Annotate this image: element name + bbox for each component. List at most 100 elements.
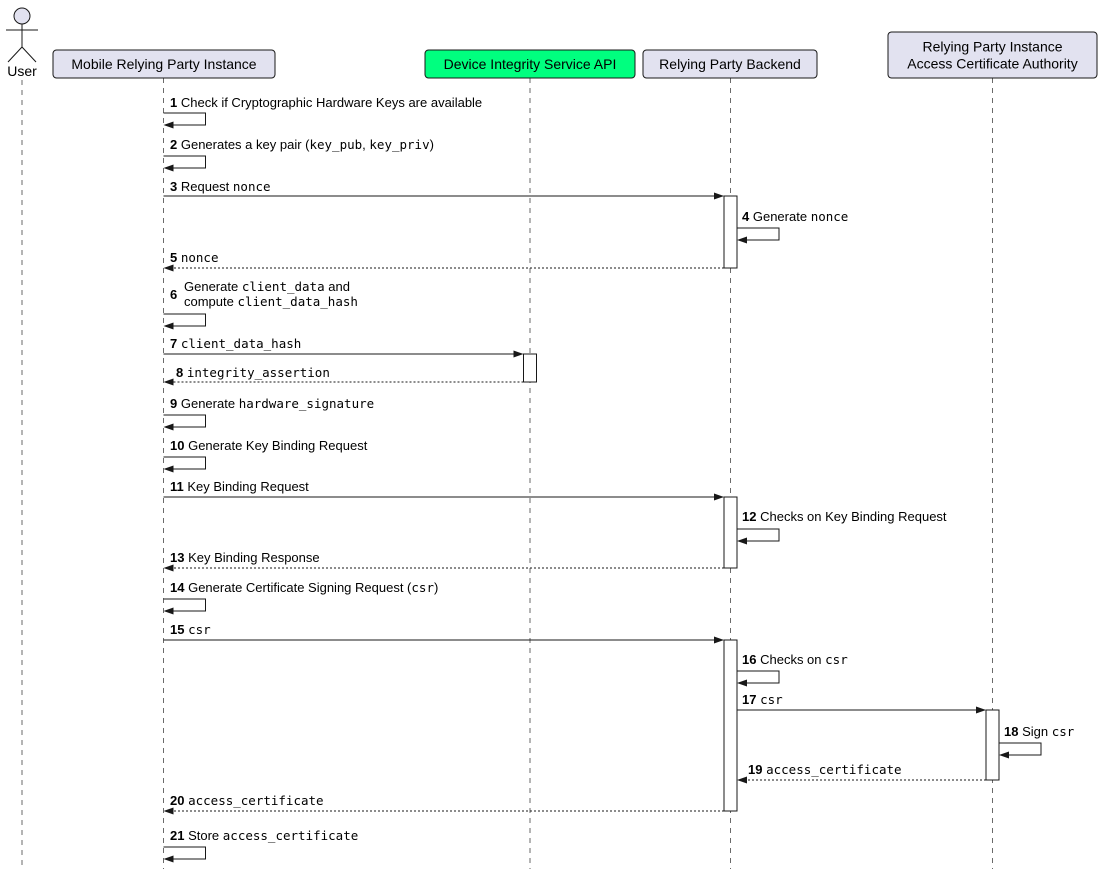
message-label: Generate client_data and <box>184 279 350 294</box>
self-arrow-line <box>737 227 780 241</box>
arrowhead-icon <box>714 192 724 200</box>
participant-label-rpb: Relying Party Backend <box>659 56 801 72</box>
message-label: 16 Checks on csr <box>742 652 848 667</box>
message-label: 4 Generate nonce <box>742 209 848 224</box>
message-label: 5 nonce <box>170 250 219 265</box>
message-label: 15 csr <box>170 622 211 637</box>
message-label: 21 Store access_certificate <box>170 828 358 843</box>
message-label: 10 Generate Key Binding Request <box>170 438 368 453</box>
participant-label-dis: Device Integrity Service API <box>444 56 617 72</box>
message-18: 18 Sign csr <box>999 724 1075 759</box>
self-arrow-line <box>737 670 780 684</box>
participant-label-ca: Relying Party Instance <box>922 39 1062 55</box>
self-arrow-line <box>163 414 206 428</box>
message-label: 17 csr <box>742 692 783 707</box>
self-arrow-line <box>163 313 206 327</box>
message-number: 6 <box>170 287 177 302</box>
arrowhead-icon <box>714 636 724 644</box>
message-label: 1 Check if Cryptographic Hardware Keys a… <box>170 95 482 110</box>
message-label: 3 Request nonce <box>170 179 271 194</box>
message-10: 10 Generate Key Binding Request <box>163 438 368 473</box>
message-15: 15 csr <box>163 622 724 644</box>
message-16: 16 Checks on csr <box>737 652 848 687</box>
arrowhead-icon <box>163 378 174 386</box>
message-8: 8 integrity_assertion <box>163 365 524 386</box>
participant-label-mrp: Mobile Relying Party Instance <box>71 56 256 72</box>
message-label: 8 integrity_assertion <box>176 365 330 380</box>
arrowhead-icon <box>999 751 1009 759</box>
activation-bar-ca-4 <box>985 709 1000 781</box>
self-arrow-line <box>163 456 206 470</box>
actor-label: User <box>7 63 37 79</box>
participant-mrp: Mobile Relying Party Instance <box>52 49 276 79</box>
arrowhead-icon <box>163 807 174 815</box>
self-arrow-line <box>163 598 206 612</box>
actor-user: User <box>6 7 38 79</box>
activation-bar-dis-1 <box>523 353 537 383</box>
message-label: 19 access_certificate <box>748 762 902 777</box>
participant-box-rpb <box>642 49 818 79</box>
participant-rpb: Relying Party Backend <box>642 49 818 79</box>
arrowhead-icon <box>163 855 174 863</box>
arrowhead-icon <box>737 776 747 784</box>
actor-body-icon <box>7 46 23 63</box>
activation-bar-rpb-0 <box>723 195 738 269</box>
activation-bar-rpb-2 <box>723 496 738 569</box>
actor-head-icon <box>13 7 31 25</box>
message-19: 19 access_certificate <box>737 762 986 784</box>
message-label: 18 Sign csr <box>1004 724 1075 739</box>
message-label: 12 Checks on Key Binding Request <box>742 509 947 524</box>
self-arrow-line <box>163 155 206 169</box>
message-label: 13 Key Binding Response <box>170 550 320 565</box>
arrowhead-icon <box>163 465 174 473</box>
message-label: 7 client_data_hash <box>170 336 301 351</box>
arrowhead-icon <box>976 706 986 714</box>
arrowhead-icon <box>737 537 747 545</box>
message-label: 14 Generate Certificate Signing Request … <box>170 580 438 595</box>
message-1: 1 Check if Cryptographic Hardware Keys a… <box>163 95 482 129</box>
message-11: 11 Key Binding Request <box>163 479 724 501</box>
message-label: compute client_data_hash <box>184 294 358 309</box>
participant-box-mrp <box>52 49 276 79</box>
self-arrow-line <box>163 112 206 126</box>
participant-box-dis <box>424 49 636 79</box>
arrowhead-icon <box>163 121 174 129</box>
arrowhead-icon <box>163 322 174 330</box>
message-21: 21 Store access_certificate <box>163 828 358 863</box>
message-3: 3 Request nonce <box>163 179 724 200</box>
self-arrow-line <box>999 742 1042 756</box>
message-17: 17 csr <box>737 692 986 714</box>
self-arrow-line <box>163 846 206 860</box>
message-12: 12 Checks on Key Binding Request <box>737 509 947 545</box>
message-label: 2 Generates a key pair (key_pub, key_pri… <box>170 137 434 152</box>
message-14: 14 Generate Certificate Signing Request … <box>163 580 438 615</box>
arrowhead-icon <box>163 423 174 431</box>
self-arrow-line <box>737 528 780 542</box>
participant-label-ca: Access Certificate Authority <box>907 56 1077 72</box>
arrowhead-icon <box>163 164 174 172</box>
arrowhead-icon <box>163 607 174 615</box>
message-7: 7 client_data_hash <box>163 336 524 358</box>
message-13: 13 Key Binding Response <box>163 550 724 572</box>
activation-bar-rpb-3 <box>723 639 738 812</box>
message-2: 2 Generates a key pair (key_pub, key_pri… <box>163 137 434 172</box>
participant-box-ca <box>887 31 1098 79</box>
arrowhead-icon <box>714 493 724 501</box>
actor-body-icon <box>21 46 37 63</box>
message-label: 9 Generate hardware_signature <box>170 396 374 411</box>
message-4: 4 Generate nonce <box>737 209 848 244</box>
message-20: 20 access_certificate <box>163 793 724 815</box>
arrowhead-icon <box>163 564 174 572</box>
message-9: 9 Generate hardware_signature <box>163 396 374 431</box>
arrowhead-icon <box>737 679 747 687</box>
arrowhead-icon <box>737 236 747 244</box>
arrowhead-icon <box>513 350 524 358</box>
participant-dis: Device Integrity Service API <box>424 49 636 79</box>
arrowhead-icon <box>163 264 174 272</box>
message-5: 5 nonce <box>163 250 724 272</box>
message-label: 20 access_certificate <box>170 793 324 808</box>
